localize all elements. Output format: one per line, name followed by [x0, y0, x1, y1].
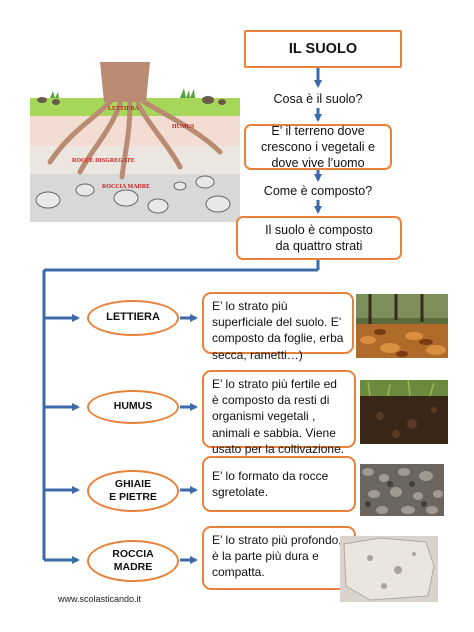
- layer-humus-name: HUMUS: [113, 400, 153, 413]
- roots-icon: [47, 99, 223, 180]
- question-2: Come è composto?: [263, 184, 373, 198]
- layer-roccia-desc: E’ lo strato più profondo, è la parte pi…: [202, 526, 356, 590]
- layer-ghiaie-text: E’ lo formato da rocce sgretolate.: [212, 468, 329, 499]
- grass-icon: [50, 88, 195, 98]
- layer-lettiera-desc: E’ lo strato più superficiale del suolo.…: [202, 292, 354, 362]
- layer-roccia-pill: ROCCIA MADRE: [87, 540, 179, 582]
- layer-lettiera-name: LETTIERA: [106, 311, 160, 324]
- ghiaie-photo: [360, 464, 444, 516]
- layer-roccia-name-1: ROCCIA: [112, 547, 154, 560]
- layer-humus-desc: E’ lo strato più fertile ed è composto d…: [202, 370, 356, 456]
- title-box: IL SUOLO: [244, 30, 402, 68]
- layer-lettiera-text: E’ lo strato più superficiale del suolo.…: [212, 299, 344, 362]
- layer-ghiaie-desc: E’ lo formato da rocce sgretolate.: [202, 456, 356, 512]
- layer-lettiera-pill: LETTIERA: [87, 300, 179, 336]
- question-1: Cosa è il suolo?: [273, 92, 363, 106]
- rocce-disgregate-layer: [30, 144, 240, 174]
- layer-humus-text: E’ lo strato più fertile ed è composto d…: [212, 377, 345, 456]
- answer-2-text: Il suolo è composto da quattro strati: [265, 222, 373, 253]
- answer-1-box: E’ il terreno dove crescono i vegetali e…: [244, 124, 392, 170]
- layer-ghiaie-name-1: GHIAIE: [114, 477, 152, 490]
- tree-trunk-icon: [100, 62, 150, 102]
- layer-humus-pill: HUMUS: [87, 390, 179, 424]
- humus-photo: [360, 380, 448, 444]
- answer-2-box: Il suolo è composto da quattro strati: [236, 216, 402, 260]
- layer-roccia-text: E’ lo strato più profondo, è la parte pi…: [212, 533, 342, 580]
- label-roccia-madre: ROCCIA MADRE: [102, 184, 150, 190]
- footer-url[interactable]: www.scolasticando.it: [58, 594, 142, 604]
- rocks-icon: [35, 175, 231, 214]
- answer-1-text: E’ il terreno dove crescono i vegetali e…: [261, 123, 375, 171]
- label-humus: HUMUS: [172, 124, 195, 130]
- layer-roccia-name-2: MADRE: [113, 561, 153, 573]
- label-rocce-disgregate: ROCCE DISGREGATE: [72, 158, 135, 164]
- page-title: IL SUOLO: [288, 40, 358, 57]
- lettiera-photo: [356, 294, 448, 358]
- stones-icon: [37, 96, 226, 105]
- soil-illustration: LETTIERA HUMUS ROCCE DISGREGATE ROCCIA M…: [30, 62, 240, 222]
- layer-ghiaie-name-2: E PIETRE: [109, 491, 157, 503]
- lettiera-layer: [30, 98, 240, 116]
- layer-ghiaie-pill: GHIAIE E PIETRE: [87, 470, 179, 512]
- roccia-photo: [340, 536, 438, 602]
- label-lettiera: LETTIERA: [108, 106, 140, 112]
